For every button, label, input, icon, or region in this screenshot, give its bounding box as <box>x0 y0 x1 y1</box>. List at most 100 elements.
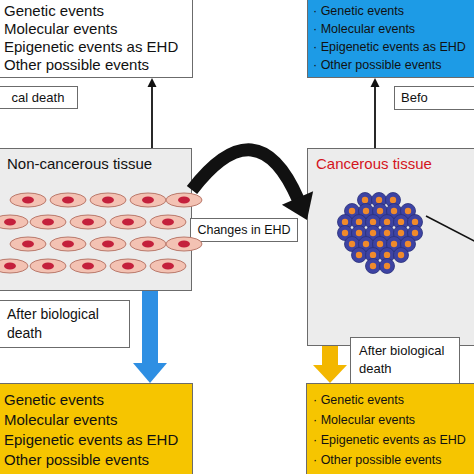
node-text: · Molecular events <box>313 410 474 430</box>
normal-cell <box>30 215 66 229</box>
node-text: After biological death <box>7 305 125 343</box>
node-text: Molecular events <box>4 20 188 38</box>
cancer-cell <box>401 204 416 219</box>
node-text: Epigenetic events as EHD <box>4 430 188 450</box>
cancer-cell <box>408 215 423 230</box>
cancer-cell <box>380 226 395 241</box>
node-text: · Other possible events <box>313 450 474 470</box>
normal-cell <box>0 259 28 273</box>
cancer-cell <box>394 248 409 263</box>
node-text: · Molecular events <box>313 20 474 38</box>
normal-cell <box>0 215 28 229</box>
arrow-shaft <box>374 86 376 148</box>
node-text: Other possible events <box>4 450 188 470</box>
arrow-head <box>133 363 167 383</box>
cancer-cell <box>373 237 388 252</box>
curved-shaft <box>192 150 298 200</box>
arrow-head <box>282 191 313 220</box>
cancer-cell <box>338 215 353 230</box>
cancer-cell <box>387 237 402 252</box>
result-box: Genetic eventsMolecular eventsEpigenetic… <box>0 0 193 78</box>
cancer-cell <box>394 226 409 241</box>
timing-label-box: cal death <box>0 86 78 109</box>
arrow-shaft <box>151 86 153 148</box>
cancer-cell <box>366 215 381 230</box>
change-label-box: Changes in EHD <box>190 218 298 242</box>
cancer-cell <box>373 204 388 219</box>
cancer-cell <box>352 248 367 263</box>
normal-cell <box>70 215 106 229</box>
normal-cell <box>150 215 186 229</box>
normal-cell <box>166 237 202 251</box>
cancer-cell <box>345 237 360 252</box>
tissue-box: Cancerous tissue <box>307 148 474 346</box>
normal-cell <box>110 215 146 229</box>
node-text: Changes in EHD <box>193 222 295 238</box>
arrow-shaft <box>142 291 158 364</box>
normal-cell <box>130 193 166 207</box>
normal-cell <box>166 193 202 207</box>
arrow-head <box>148 78 157 87</box>
result-box: · Genetic events· Molecular events· Epig… <box>306 383 474 474</box>
cancer-cell <box>345 204 360 219</box>
node-text: · Genetic events <box>313 390 474 410</box>
node-text: Befo <box>401 89 474 107</box>
normal-cell <box>90 193 126 207</box>
normal-cell <box>10 193 46 207</box>
cancer-cell <box>408 226 423 241</box>
tissue-box: Non-cancerous tissue <box>0 148 192 291</box>
arrow-shaft <box>322 346 338 366</box>
cancer-cell <box>358 193 373 208</box>
node-text: · Other possible events <box>313 56 474 74</box>
normal-cells <box>0 193 202 273</box>
node-text: · Epigenetic events as EHD <box>313 38 474 56</box>
cancer-cell <box>401 237 416 252</box>
cancer-cell <box>394 215 409 230</box>
normal-cell <box>130 237 166 251</box>
node-text: Other possible events <box>4 56 188 74</box>
normal-cell <box>30 259 66 273</box>
node-text: After biological death <box>359 342 455 378</box>
result-box: · Genetic events· Molecular events· Epig… <box>307 0 474 78</box>
connector-arrow <box>192 150 313 220</box>
cancer-cell <box>352 226 367 241</box>
node-text: Non-cancerous tissue <box>7 155 187 173</box>
connector-arrow <box>313 346 347 383</box>
cancer-cell <box>366 248 381 263</box>
normal-cell <box>70 259 106 273</box>
cancer-cell <box>387 204 402 219</box>
node-text: Genetic events <box>4 2 188 20</box>
arrow-head <box>371 78 380 87</box>
node-text: Genetic events <box>4 390 188 410</box>
cancer-cluster <box>338 193 423 274</box>
connector-arrow <box>148 78 157 148</box>
node-text: Epigenetic events as EHD <box>4 38 188 56</box>
normal-cell <box>110 259 146 273</box>
normal-cell <box>90 237 126 251</box>
node-text: · Epigenetic events as EHD <box>313 430 474 450</box>
leader-line <box>426 216 474 242</box>
normal-cell <box>10 237 46 251</box>
node-text: · Genetic events <box>313 2 474 20</box>
node-text: Cancerous tissue <box>316 155 472 173</box>
connector-arrow <box>371 78 380 148</box>
normal-cell <box>150 259 186 273</box>
result-box: Genetic eventsMolecular eventsEpigenetic… <box>0 383 193 474</box>
cancer-cell <box>386 193 401 208</box>
cancer-cell <box>380 248 395 263</box>
timing-label-box: Befo <box>394 86 474 110</box>
cancer-cell <box>372 193 387 208</box>
cancer-cell <box>338 226 353 241</box>
node-text: cal death <box>3 89 73 106</box>
connector-arrow <box>133 291 167 383</box>
cancer-cell <box>380 259 395 274</box>
cancer-cell <box>359 204 374 219</box>
cancer-cell <box>352 215 367 230</box>
cancer-cell <box>366 259 381 274</box>
timing-label-box: After biological death <box>350 337 460 385</box>
cancer-cell <box>366 226 381 241</box>
timing-label-box: After biological death <box>0 300 130 348</box>
